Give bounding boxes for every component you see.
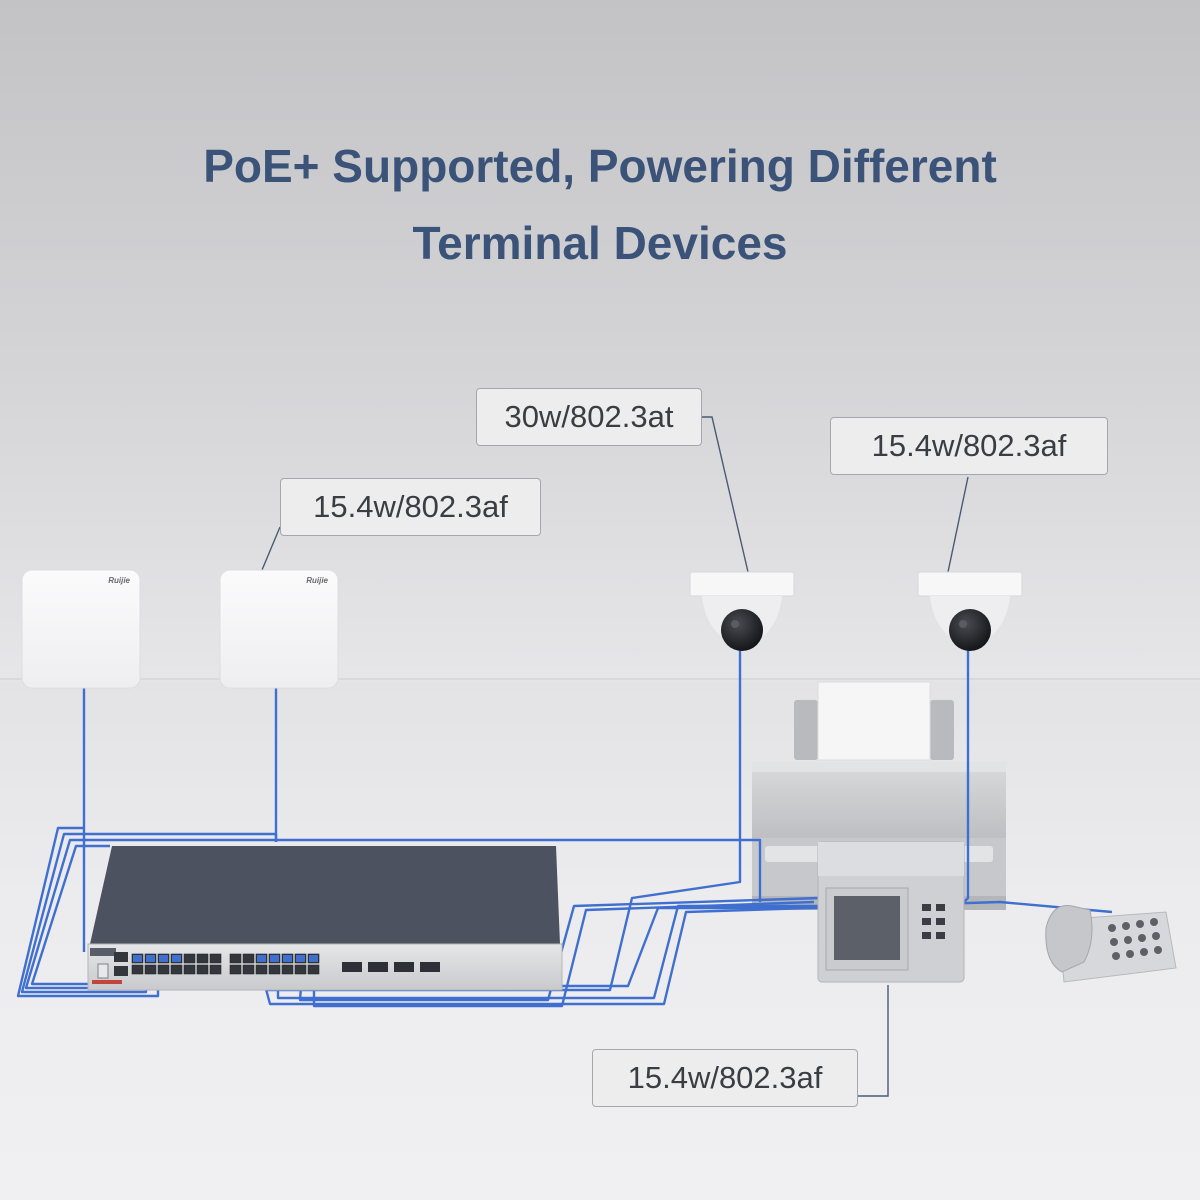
- callout-leaders: [261, 416, 969, 1097]
- ip-phone: [1045, 904, 1177, 983]
- cable-phone: [260, 900, 1113, 1006]
- ap-brand-logo: Ruijie: [108, 576, 130, 585]
- dome-camera-right: [917, 571, 1023, 651]
- access-point-1: Ruijie: [21, 569, 141, 689]
- page-title: PoE+ Supported, Powering Different Termi…: [0, 128, 1200, 282]
- access-point-2: Ruijie: [219, 569, 339, 689]
- ap-brand-logo: Ruijie: [306, 576, 328, 585]
- leader-camera-left: [702, 416, 749, 573]
- payment-terminal: [817, 841, 965, 983]
- dome-camera-left: [689, 571, 795, 651]
- leader-ap: [261, 526, 281, 571]
- callout-ap-poe: 15.4w/802.3af: [280, 478, 541, 536]
- callout-terminal-poe: 15.4w/802.3af: [592, 1049, 858, 1107]
- leader-camera-right: [947, 476, 969, 573]
- callout-camera-left-poe: 30w/802.3at: [476, 388, 702, 446]
- callout-camera-right-poe: 15.4w/802.3af: [830, 417, 1108, 475]
- poe-switch: [87, 846, 563, 991]
- floor-horizon: [0, 678, 1200, 680]
- title-line-1: PoE+ Supported, Powering Different: [203, 140, 997, 192]
- title-line-2: Terminal Devices: [412, 217, 788, 269]
- leader-terminal: [858, 985, 889, 1097]
